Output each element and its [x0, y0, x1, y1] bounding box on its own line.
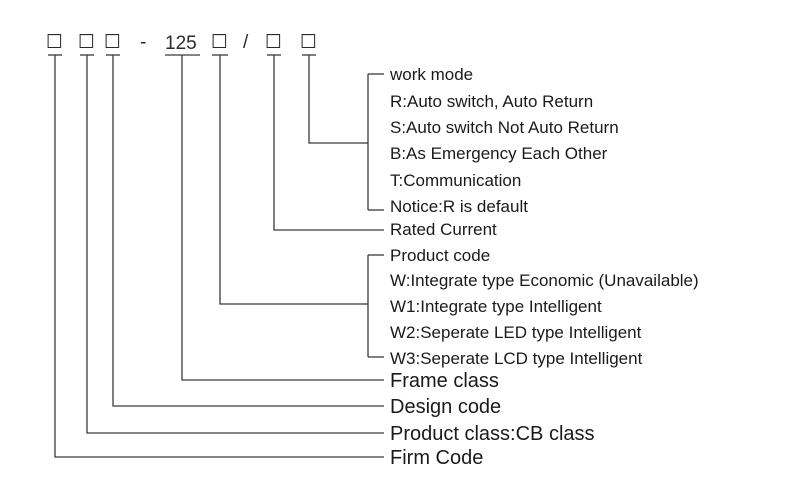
product-code-item-w2: W2:Seperate LED type Intelligent — [390, 323, 642, 342]
code-slash: / — [243, 32, 249, 53]
product-code-title: Product code — [390, 246, 491, 265]
work-mode-item-b: B:As Emergency Each Other — [390, 144, 608, 163]
code-box-product-class: ☐ — [78, 32, 96, 53]
product-code-item-w1: W1:Integrate type Intelligent — [390, 297, 602, 316]
code-box-work-mode: ☐ — [300, 32, 318, 53]
firm-code-title: Firm Code — [390, 447, 484, 469]
connector-product-class — [86, 55, 384, 434]
code-box-firm: ☐ — [46, 32, 64, 53]
product-code-item-w: W:Integrate type Economic (Unavailable) — [390, 271, 699, 290]
product-code-item-w3: W3:Seperate LCD type Intelligent — [390, 349, 643, 368]
work-mode-item-t: T:Communication — [390, 171, 522, 190]
rated-current-title: Rated Current — [390, 220, 497, 239]
work-mode-item-r: R:Auto switch, Auto Return — [390, 92, 594, 111]
frame-class-title: Frame class — [390, 370, 499, 392]
product-class-title: Product class:CB class — [390, 423, 595, 445]
code-box-product-code: ☐ — [211, 32, 229, 53]
connector-frame-class — [181, 55, 384, 381]
connector-product-code — [219, 55, 362, 305]
work-mode-title: work mode — [390, 65, 474, 84]
connector-design-code — [112, 55, 384, 407]
work-mode-item-s: S:Auto switch Not Auto Return — [390, 118, 619, 137]
design-code-title: Design code — [390, 396, 502, 418]
code-dash: - — [140, 32, 147, 53]
code-box-design: ☐ — [104, 32, 122, 53]
connector-firm-code — [54, 55, 384, 458]
code-box-rated: ☐ — [265, 32, 283, 53]
connector-rated-current — [273, 55, 384, 231]
work-mode-notice: Notice:R is default — [390, 197, 528, 216]
connector-work-mode — [308, 55, 362, 144]
code-current-value: 125 — [165, 33, 197, 54]
